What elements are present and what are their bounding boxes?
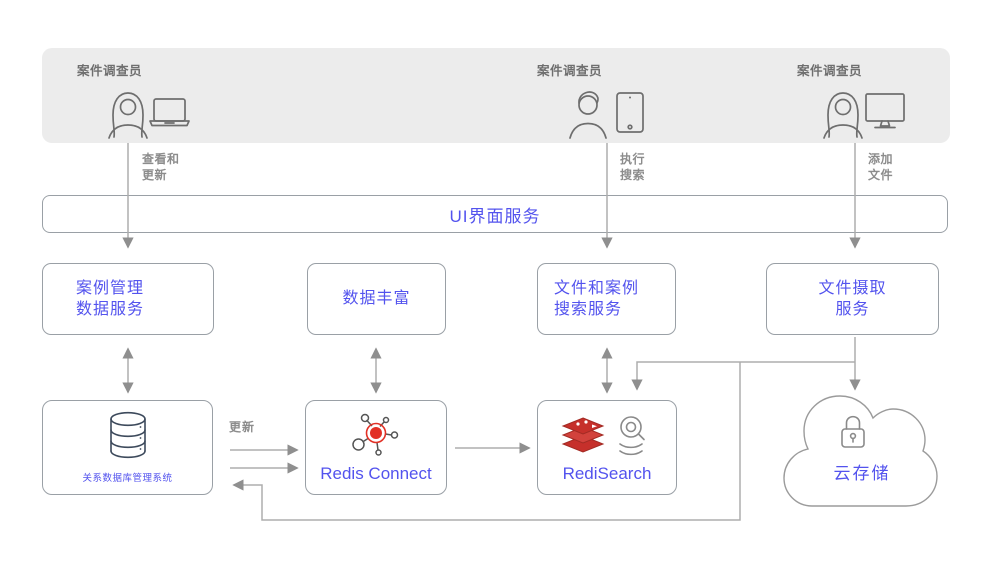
flow-label-add-file: 添加 文件 [868, 152, 894, 182]
woman-monitor-icon [823, 92, 905, 139]
redisearch-label: RediSearch [562, 464, 652, 483]
edge-ingest-to-redisearch [631, 361, 855, 391]
service-data-enrichment: 数据丰富 [307, 263, 446, 335]
actor-label-1: 案件调查员 [77, 64, 143, 78]
service-file-ingest: 文件摄取 服务 [766, 263, 939, 335]
flow-label-view-update: 查看和 更新 [142, 152, 180, 182]
actor-label-3: 案件调查员 [797, 64, 863, 78]
service-case-management: 案例管理 数据服务 [42, 263, 214, 335]
flow-label-search: 执行 搜索 [620, 152, 646, 182]
service-file-case-search: 文件和案例 搜索服务 [537, 263, 676, 335]
cloud-storage-shape [783, 395, 938, 507]
search-layers-icon [619, 416, 645, 456]
actor-label-2: 案件调查员 [537, 64, 603, 78]
edge-label-update: 更新 [229, 420, 256, 434]
woman-laptop-icon [108, 92, 190, 139]
ui-service-label: UI界面服务 [449, 206, 541, 226]
man-tablet-icon [569, 91, 644, 139]
rdbms-label: 关系数据库管理系统 [82, 473, 173, 484]
lock-icon [841, 415, 865, 448]
actor-bar [42, 48, 950, 143]
database-icon [109, 411, 146, 459]
node-rdbms: 关系数据库管理系统 [42, 400, 213, 495]
redis-logo-icon [561, 417, 605, 453]
redisearch-icons [561, 416, 645, 456]
redis-connect-hub-icon [352, 413, 399, 456]
ui-service-bar: UI界面服务 [42, 195, 948, 233]
node-redis-connect: Redis Connect [305, 400, 447, 495]
node-redisearch: RediSearch [537, 400, 677, 495]
cloud-storage-label: 云存储 [833, 464, 891, 483]
redis-connect-label: Redis Connect [320, 464, 432, 483]
